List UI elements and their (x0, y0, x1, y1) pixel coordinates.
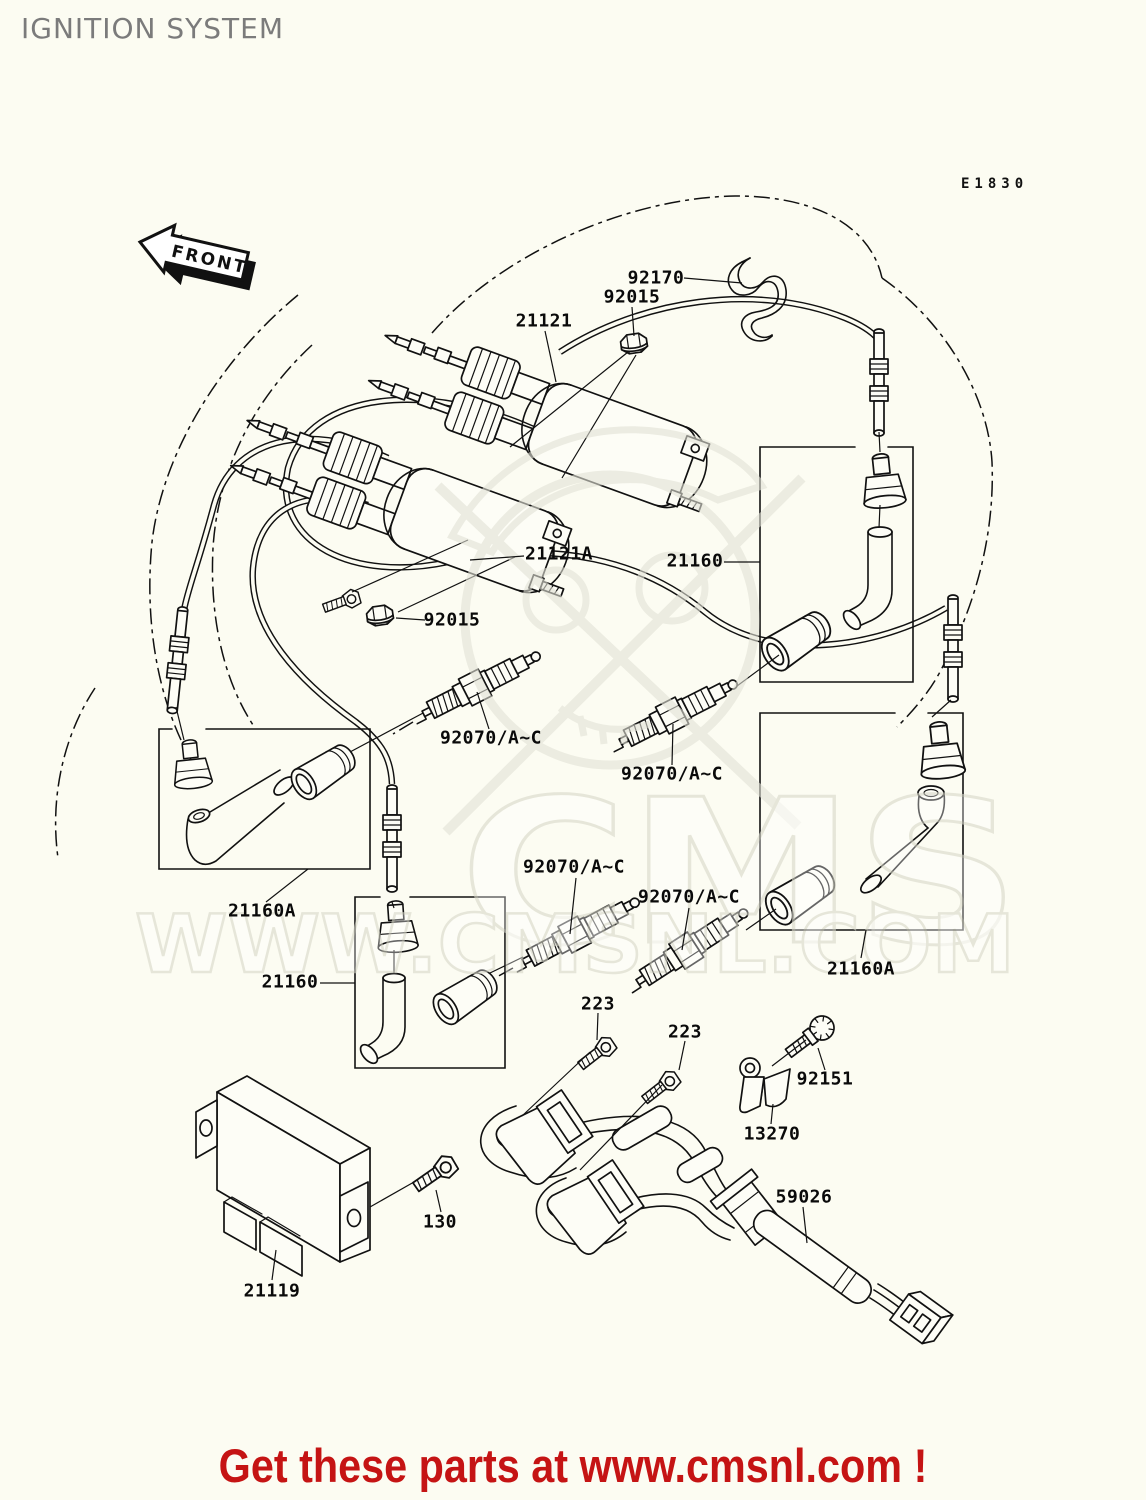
label-leader-lines (265, 277, 867, 1281)
part-label-223-1[interactable]: 223 (580, 993, 616, 1015)
part-label-21160-right[interactable]: 21160 (666, 550, 724, 572)
nut-92015-low (364, 603, 395, 628)
bolt-130 (408, 1151, 462, 1198)
watermark-url: WWW.CMSNL.COM (135, 898, 1015, 991)
wiring-harness-59026 (479, 1085, 954, 1345)
part-label-130[interactable]: 130 (422, 1211, 458, 1233)
page-title: IGNITION SYSTEM (21, 12, 285, 45)
part-label-92070-1[interactable]: 92070/A~C (439, 727, 543, 749)
frame-outline-dashed (54, 195, 994, 859)
diagram-code: E1830 (961, 176, 1029, 192)
part-label-223-2[interactable]: 223 (667, 1021, 703, 1043)
watermark-logo: CMS (460, 757, 1020, 990)
part-label-92151[interactable]: 92151 (796, 1068, 854, 1090)
part-label-21160-mid[interactable]: 21160 (261, 971, 319, 993)
watermark: CMS WWW.CMSNL.COM (134, 426, 1022, 992)
axis-lines (351, 351, 637, 613)
plug-cap-box-21160-mid (354, 896, 524, 1069)
clamp-13270 (739, 1057, 791, 1114)
part-label-59026[interactable]: 59026 (775, 1186, 833, 1208)
coil-mount-bolt (320, 586, 364, 618)
part-label-92170[interactable]: 92170 (627, 267, 685, 289)
part-label-92015-low[interactable]: 92015 (423, 609, 481, 631)
clamp-92170 (727, 257, 787, 342)
part-label-21121a[interactable]: 21121A (524, 543, 594, 565)
plug-cap-box-21160a-right (745, 699, 967, 931)
part-label-13270[interactable]: 13270 (743, 1123, 801, 1145)
screw-92151 (780, 1010, 840, 1064)
part-label-21119[interactable]: 21119 (243, 1280, 301, 1302)
part-label-92070-3[interactable]: 92070/A~C (522, 856, 626, 878)
part-label-92070-2[interactable]: 92070/A~C (620, 763, 724, 785)
plug-cap-box-21160a-left (158, 706, 426, 870)
part-label-92015-top[interactable]: 92015 (603, 286, 661, 308)
footer-promo[interactable]: Get these parts at www.cmsnl.com ! (218, 1439, 928, 1492)
cdi-unit-21119 (195, 1075, 371, 1277)
front-arrow: FRONT (137, 222, 256, 291)
part-label-21160a-left[interactable]: 21160A (227, 900, 297, 922)
part-label-92070-4[interactable]: 92070/A~C (637, 886, 741, 908)
part-label-21160a-right[interactable]: 21160A (826, 958, 896, 980)
spark-plugs (392, 640, 757, 1002)
part-label-21121[interactable]: 21121 (515, 310, 573, 332)
